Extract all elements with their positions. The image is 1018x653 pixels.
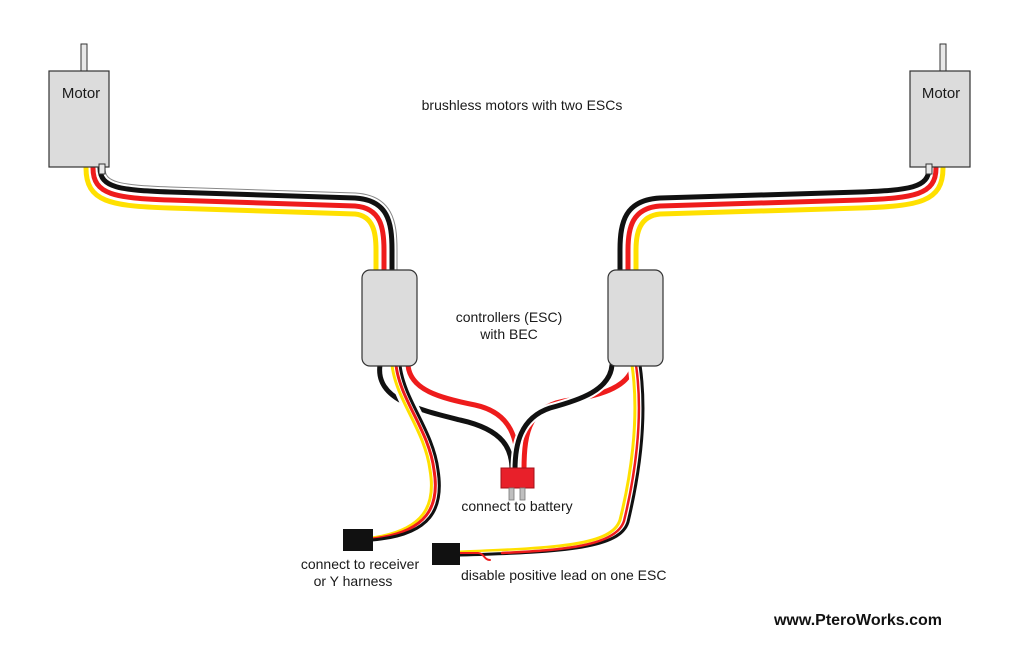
- motor-right-label: Motor: [922, 85, 960, 102]
- esc-right: [607, 269, 664, 367]
- controllers-label-line2: with BEC: [479, 326, 538, 342]
- right-motor-cable: [615, 163, 948, 277]
- receiver-label-line1: connect to receiver: [301, 556, 420, 572]
- right-receiver-lead: [455, 360, 646, 561]
- motor-icon: [909, 70, 971, 168]
- motor-icon: [48, 70, 110, 168]
- battery-leads: [375, 360, 638, 475]
- left-receiver-lead: [367, 360, 444, 545]
- servo-connector-left: [343, 529, 373, 551]
- receiver-label-line2: or Y harness: [314, 573, 393, 589]
- disable-lead-label: disable positive lead on one ESC: [461, 567, 666, 583]
- motor-left: Motor: [48, 43, 110, 175]
- left-motor-cable: [81, 162, 398, 278]
- battery-connector-icon: [500, 467, 535, 501]
- esc-left: [361, 269, 418, 367]
- motor-right: Motor: [909, 43, 971, 175]
- motor-left-label: Motor: [62, 85, 100, 102]
- brand-link: www.PteroWorks.com: [773, 612, 942, 629]
- diagram-title: brushless motors with two ESCs: [422, 97, 623, 113]
- battery-label: connect to battery: [461, 498, 572, 514]
- servo-connector-right: [432, 543, 460, 565]
- controllers-label-line1: controllers (ESC): [456, 309, 563, 325]
